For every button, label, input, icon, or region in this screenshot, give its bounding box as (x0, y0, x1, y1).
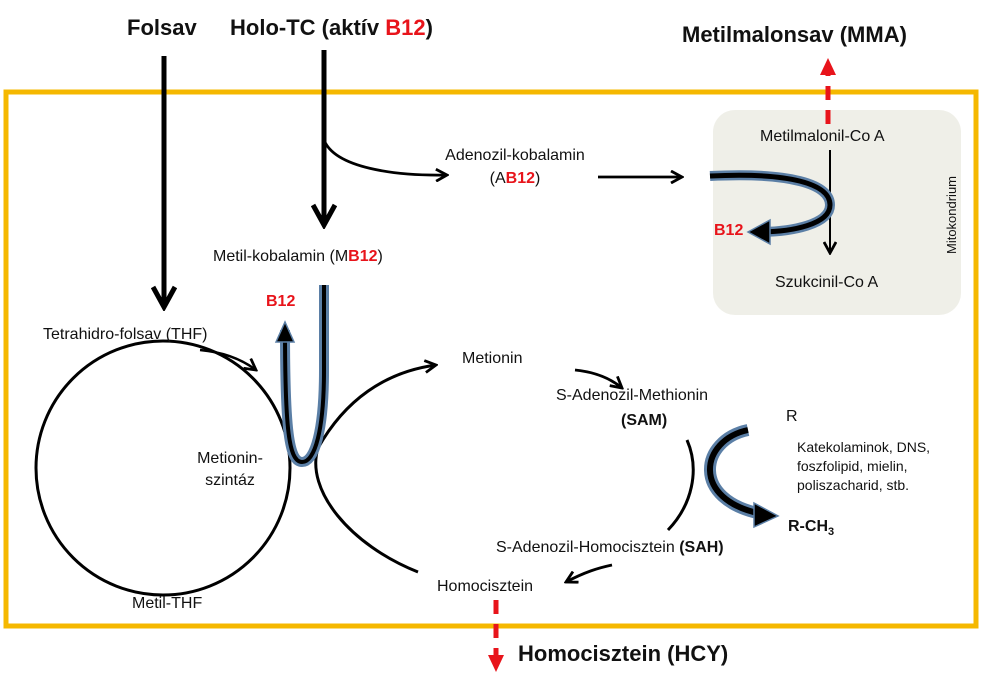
mito-b12-label: B12 (714, 222, 744, 239)
thf-entry-arrow (199, 348, 256, 370)
homocisztein-return-arc (314, 447, 419, 574)
sah-label: S-Adenozil-Homocisztein (SAH) (496, 539, 724, 556)
methyl-transfer-arrowhead (753, 501, 780, 529)
b12-synthase-arrow (283, 285, 326, 465)
methionin-cycle-arc (316, 365, 436, 449)
homocisztein-label: Homocisztein (437, 578, 534, 595)
methyl-acceptors-list: Katekolaminok, DNS, foszfolipid, mielin,… (797, 438, 930, 495)
r-label: R (786, 408, 798, 425)
mito-b12-curved-arrow (709, 172, 833, 235)
mito-b12-arrowhead (746, 218, 771, 246)
folsav-label: Folsav (127, 15, 197, 40)
r-ch3-label: R-CH3 (788, 518, 835, 539)
sah-to-homocisztein-arrow (566, 563, 613, 582)
hcy-label: Homocisztein (HCY) (518, 641, 729, 666)
metilmalonil-coa-label: Metilmalonil-Co A (760, 128, 885, 145)
methyl-transfer-arrow-outline (704, 424, 764, 520)
metil-kobalamin-label: Metil-kobalamin (MB12) (213, 248, 383, 265)
adenozil-kobalamin-label: Adenozil-kobalamin (AB12) (445, 147, 585, 188)
acceptor-item: foszfolipid, mielin, (797, 457, 908, 474)
mitokondrium-label: Mitokondrium (944, 175, 959, 255)
sam-name-label: S-Adenozil-Methionin (556, 387, 709, 404)
methyl-transfer-arrow (707, 427, 763, 517)
metionin-label: Metionin (462, 350, 523, 367)
szukcinil-coa-label: Szukcinil-Co A (775, 274, 879, 291)
metil-thf-label: Metil-THF (132, 595, 203, 612)
mma-label: Metilmalonsav (MMA) (682, 22, 907, 47)
thf-label: Tetrahidro-folsav (THF) (43, 326, 208, 343)
b12-synthase-arrowhead (274, 320, 296, 343)
sam-abbr-label: (SAM) (621, 412, 668, 429)
metionin-to-sam-arrow (574, 368, 622, 388)
folate-cycle-circle (34, 339, 292, 597)
synthase-b12-label: B12 (266, 293, 296, 310)
adenozil-branch-arrow (322, 139, 447, 175)
cell-boundary (3, 89, 979, 629)
acceptor-item: Katekolaminok, DNS, (797, 439, 931, 455)
metionin-szintaz-label: Metionin- szintáz (197, 450, 263, 490)
acceptor-item: poliszacharid, stb. (797, 476, 910, 493)
holotc-b12: B12 (385, 15, 426, 40)
sam-to-sah-arc (666, 439, 695, 532)
mitochondrion-box (713, 110, 961, 315)
holotc-label: Holo-TC (aktív B12) (230, 15, 433, 40)
